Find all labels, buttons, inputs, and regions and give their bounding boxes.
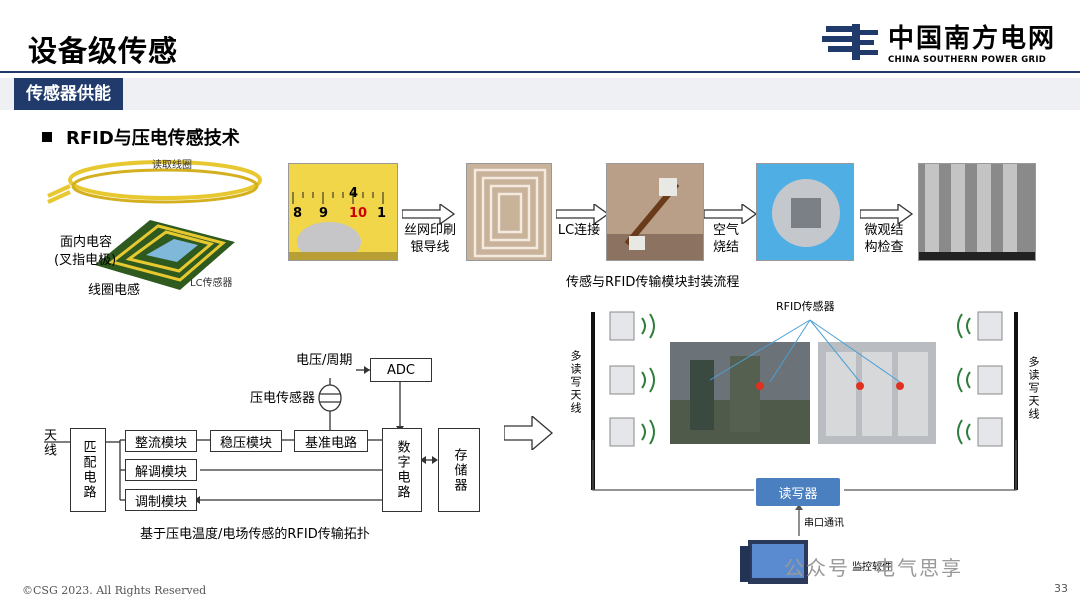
- digital-circuit-box: 数字电路: [382, 428, 422, 512]
- silver-print-photo: [466, 163, 552, 261]
- csg-logo-icon: [822, 23, 878, 60]
- piezo-sensor-label: 压电传感器: [250, 391, 316, 406]
- deployment-graphic: [591, 311, 1018, 584]
- watermark: 公众号 · 电气思享: [784, 556, 964, 580]
- bullet-square-icon: [42, 132, 52, 142]
- reader-box: 读写器: [756, 478, 840, 506]
- ruler-digit: 8: [293, 206, 303, 221]
- arrow-right-icon: [402, 204, 456, 224]
- logo-en: CHINA SOUTHERN POWER GRID: [888, 55, 1047, 65]
- arrow-right-icon: [556, 204, 610, 224]
- bullet-heading: RFID与压电传感技术: [42, 124, 240, 150]
- adc-box: ADC: [370, 358, 432, 382]
- software-label: 监控软件: [852, 562, 892, 573]
- step-label: 丝网印刷 银导线: [403, 223, 456, 255]
- arrow-right-icon: [860, 204, 914, 224]
- ruler-digit: 1: [377, 206, 387, 221]
- section-bar: [0, 78, 1080, 110]
- rectifier-box: 整流模块: [125, 430, 197, 452]
- logo: 中国南方电网 CHINA SOUTHERN POWER GRID: [822, 18, 1056, 65]
- step-label: LC连接: [557, 223, 601, 238]
- step-label: 微观结 构检查: [864, 223, 904, 255]
- coil-inductor-label: 线圈电感: [88, 283, 141, 298]
- topology-caption: 基于压电温度/电场传感的RFID传输拓扑: [140, 527, 370, 542]
- serial-label: 串口通讯: [804, 518, 844, 529]
- antenna-label: 天线: [41, 428, 56, 458]
- header-divider: [0, 71, 1080, 73]
- lc-sensor-label: LC传感器: [190, 278, 233, 289]
- ruler-photo: 8 9 10 1 4: [288, 163, 398, 261]
- match-circuit-box: 匹配电路: [70, 428, 106, 512]
- reference-box: 基准电路: [294, 430, 368, 452]
- arrow-right-icon: [704, 204, 758, 224]
- left-antenna-label: 多读写天线: [569, 350, 582, 415]
- bullet-text: RFID与压电传感技术: [66, 128, 240, 149]
- modulator-box: 调制模块: [125, 489, 197, 511]
- regulator-box: 稳压模块: [210, 430, 282, 452]
- step-label: 空气 烧结: [712, 223, 739, 255]
- lc-connect-photo: [606, 163, 704, 261]
- page-number: 33: [1054, 582, 1068, 595]
- microstructure-photo: [918, 163, 1036, 261]
- right-antenna-label: 多读写天线: [1027, 356, 1040, 421]
- voltage-period-label: 电压/周期: [296, 353, 353, 368]
- demod-box: 解调模块: [125, 459, 197, 481]
- storage-box: 存储器: [438, 428, 480, 512]
- capacitor-label: 面内电容: [60, 235, 113, 250]
- lc-sensor-graphic: [47, 160, 262, 290]
- big-arrow-right-icon: [504, 416, 554, 450]
- page-title: 设备级传感: [28, 34, 179, 68]
- ruler-digit: 4: [349, 186, 359, 201]
- sintered-photo: [756, 163, 854, 261]
- section-tag: 传感器供能: [14, 78, 123, 110]
- copyright: ©CSG 2023. All Rights Reserved: [22, 584, 207, 597]
- sensor-illustration: [40, 150, 280, 300]
- read-coil-label: 读取线圈: [152, 160, 192, 171]
- logo-cn: 中国南方电网: [888, 24, 1057, 54]
- ruler-digit: 9: [319, 206, 329, 221]
- ruler-digit: 10: [349, 206, 368, 221]
- process-caption: 传感与RFID传输模块封装流程: [566, 275, 740, 290]
- rfid-sensor-label: RFID传感器: [776, 300, 835, 313]
- capacitor-sub-label: (叉指电极): [54, 253, 117, 268]
